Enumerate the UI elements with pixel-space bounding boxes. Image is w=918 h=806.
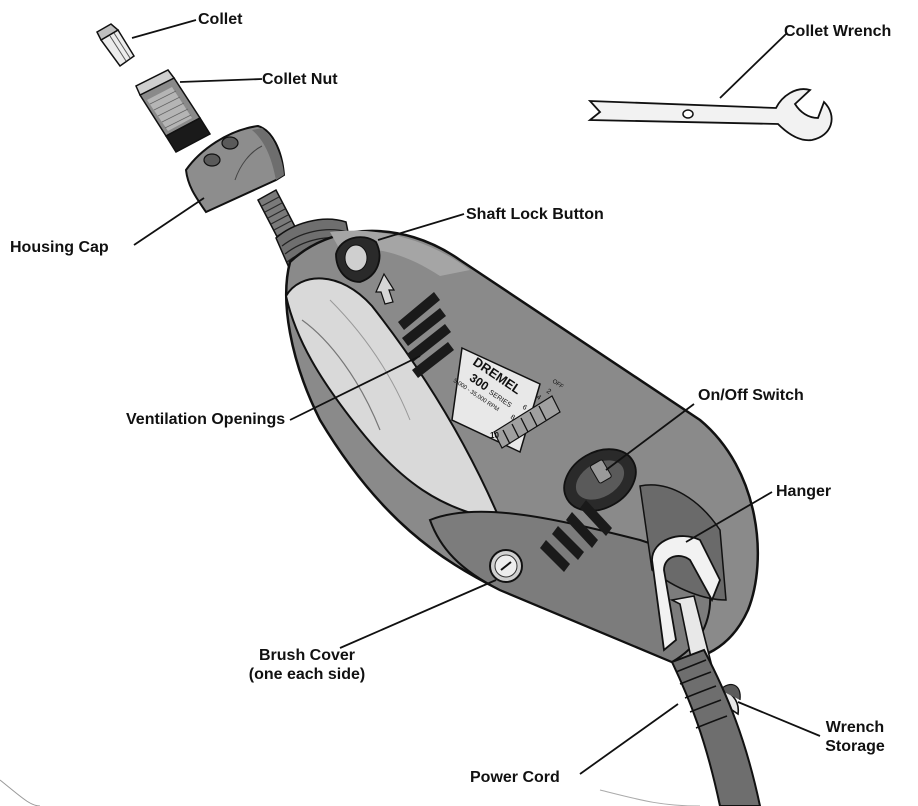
ventilation-leader <box>289 355 421 421</box>
shaft-lock-button-part <box>335 236 396 305</box>
housing-cap-leader <box>133 197 205 246</box>
wrench-storage-label-line1: Wrench <box>825 719 885 736</box>
speed-off: OFF <box>551 379 565 391</box>
on-off-leader <box>605 403 695 471</box>
hanger-label: Hanger <box>776 483 832 500</box>
brush-cover-leader <box>339 579 497 649</box>
speed-dial: 10 8 6 4 2 OFF <box>490 379 565 449</box>
brush-cover-label: Brush Cover (one each side) <box>232 646 382 684</box>
collet-nut-leader <box>179 78 263 83</box>
collet-nut-label: Collet Nut <box>262 71 338 88</box>
brush-cover-part <box>489 549 523 583</box>
collet-wrench-label: Collet Wrench <box>784 23 892 40</box>
speed-10: 10 <box>490 431 499 440</box>
collet-leader <box>131 19 197 39</box>
wrench-storage-label: Wrench Storage <box>810 718 900 756</box>
leader-lines <box>131 19 821 775</box>
collet-wrench-leader <box>719 33 787 99</box>
housing-cap-part <box>184 124 286 214</box>
power-cord-label: Power Cord <box>470 769 560 786</box>
collet-part <box>96 23 136 68</box>
on-off-switch-part <box>563 448 637 512</box>
shaft-lock-leader <box>377 213 465 241</box>
hanger-leader <box>685 491 773 543</box>
collet-nut-part <box>135 69 212 153</box>
ventilation-openings-part <box>398 292 454 378</box>
collet-wrench-part <box>587 88 833 142</box>
brush-cover-label-line1: Brush Cover <box>258 647 356 664</box>
shaft-lock-button-label: Shaft Lock Button <box>466 206 604 223</box>
brush-cover-label-line2: (one each side) <box>248 666 366 683</box>
on-off-switch-label: On/Off Switch <box>698 387 804 404</box>
power-cord-leader <box>579 703 679 775</box>
speed-2: 2 <box>545 388 552 396</box>
speed-8: 8 <box>509 414 516 422</box>
housing-cap-label: Housing Cap <box>10 239 109 256</box>
speed-6: 6 <box>521 404 528 412</box>
wrench-storage-label-line2: Storage <box>825 738 885 755</box>
wrench-storage-leader <box>737 701 821 737</box>
lower-vents <box>540 500 612 572</box>
speed-4: 4 <box>535 394 542 402</box>
ventilation-openings-label: Ventilation Openings <box>126 411 286 428</box>
collet-label: Collet <box>198 11 243 28</box>
hanger-part <box>651 535 721 652</box>
